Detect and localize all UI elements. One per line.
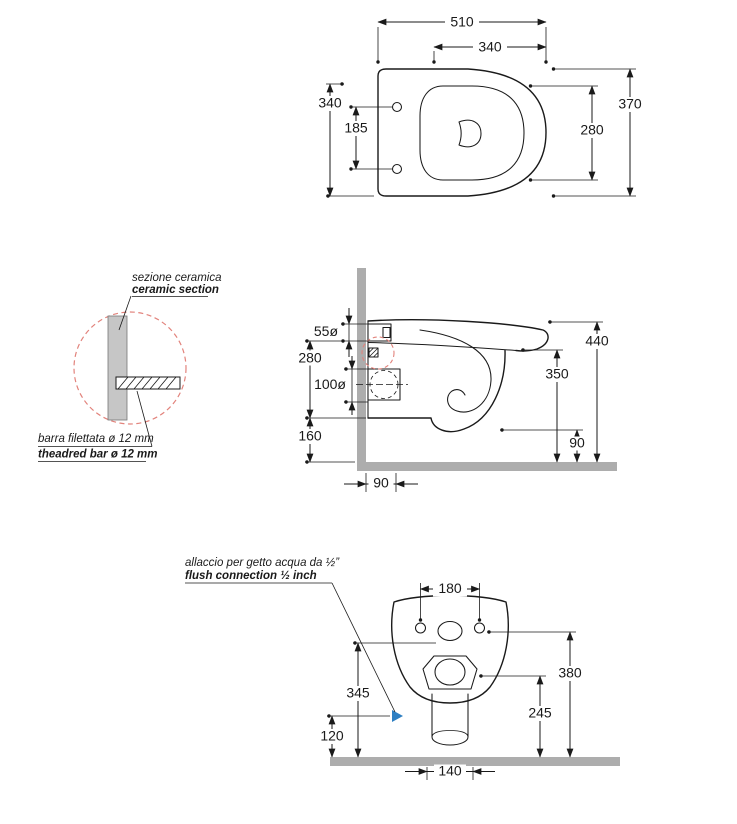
dim-370: 370 — [551, 67, 647, 198]
dim-140-label: 140 — [438, 763, 462, 779]
toilet-plan-bowl-rim — [419, 85, 525, 181]
dim-140: 140 — [405, 763, 495, 780]
detail-label-en: ceramic section — [132, 284, 219, 296]
fixing-hole-left — [414, 622, 427, 634]
dim-245: 245 — [479, 674, 557, 758]
fixing-hole-right — [473, 622, 486, 634]
dim-90-right-label: 90 — [569, 435, 585, 451]
dim-340-top-label: 340 — [478, 39, 502, 55]
dim-350: 350 — [521, 348, 574, 463]
note-leader — [331, 582, 396, 713]
dim-90-bottom-label: 90 — [373, 475, 389, 491]
toilet-side-shell — [367, 349, 506, 433]
dim-280-top: 280 — [528, 84, 609, 182]
dim-350-label: 350 — [545, 366, 569, 382]
drain-hole — [458, 119, 482, 148]
dim-55-label: 55ø — [314, 323, 339, 339]
dim-160-label: 160 — [298, 428, 322, 444]
dim-120: 120 — [315, 714, 390, 758]
mounting-hole-top — [391, 101, 403, 113]
dim-180-label: 180 — [438, 580, 462, 596]
flush-connection-note: allaccio per getto acqua da ½” flush con… — [185, 557, 396, 713]
side-view: 55ø 280 100ø 160 440 — [38, 268, 617, 492]
floor-section — [357, 462, 617, 471]
dim-90-right: 90 — [500, 428, 593, 463]
detail-leader-bottom — [136, 390, 153, 447]
section-detail-balloon: sezione ceramica ceramic section barra f… — [38, 272, 221, 462]
threaded-bar — [115, 376, 181, 390]
dim-345-label: 345 — [346, 685, 370, 701]
note-it: allaccio per getto acqua da ½” — [185, 557, 340, 569]
outlet-flange — [422, 655, 478, 690]
bar-label-it: barra filettata ø 12 mm — [38, 433, 154, 445]
trap-cylinder-bottom-arc — [431, 730, 469, 738]
dim-340-left-label: 340 — [318, 95, 342, 111]
flush-connection-marker — [392, 710, 403, 722]
dim-380-label: 380 — [558, 665, 582, 681]
dim-340-top: 340 — [432, 39, 547, 64]
dim-90-bottom: 90 — [344, 473, 418, 492]
detail-balloon-circle — [73, 311, 187, 425]
dim-185: 185 — [339, 105, 392, 171]
dim-245-label: 245 — [528, 705, 552, 721]
dim-55: 55ø — [305, 308, 369, 357]
dim-340-left: 340 — [313, 82, 374, 198]
bar-label-en: theadred bar ø 12 mm — [38, 449, 158, 461]
mounting-hole-bottom — [391, 163, 403, 175]
floor-front — [330, 757, 620, 766]
bowl-cavity-line — [419, 329, 492, 413]
top-view: 510 340 340 185 370 — [313, 14, 647, 198]
detail-leader-top — [118, 295, 132, 331]
wall-section — [357, 268, 366, 471]
toilet-plan-outline — [377, 68, 547, 197]
dim-370-label: 370 — [618, 96, 642, 112]
outlet-flange-ring — [434, 658, 466, 686]
dim-185-label: 185 — [344, 120, 368, 136]
water-inlet-pipe — [367, 323, 392, 342]
dim-100-label: 100ø — [314, 376, 346, 392]
dim-280-top-label: 280 — [580, 122, 604, 138]
note-en: flush connection ½ inch — [185, 570, 317, 582]
dim-100: 100ø — [314, 356, 368, 415]
rim-underside-line — [367, 341, 517, 352]
front-view: allaccio per getto acqua da ½” flush con… — [185, 557, 620, 780]
dim-120-label: 120 — [320, 728, 344, 744]
water-inlet-detail — [382, 326, 391, 339]
toilet-side-top-profile — [367, 319, 549, 352]
dim-440-label: 440 — [585, 333, 609, 349]
detail-label-it: sezione ceramica — [132, 272, 221, 284]
ceramic-section-strip — [107, 315, 128, 421]
dim-280-side-label: 280 — [298, 350, 322, 366]
dim-160: 160 — [293, 417, 355, 464]
dim-280-side: 280 — [293, 340, 366, 420]
detail-marker-circle — [361, 336, 395, 370]
dim-510-label: 510 — [450, 14, 474, 30]
outlet-pipe — [367, 368, 401, 401]
dim-180: 180 — [418, 580, 482, 622]
dim-380: 380 — [487, 630, 587, 758]
flush-inlet-oval — [437, 620, 463, 642]
dim-345: 345 — [341, 641, 436, 758]
dim-510: 510 — [376, 14, 548, 64]
trap-cylinder — [431, 693, 469, 746]
dim-440: 440 — [548, 320, 614, 463]
